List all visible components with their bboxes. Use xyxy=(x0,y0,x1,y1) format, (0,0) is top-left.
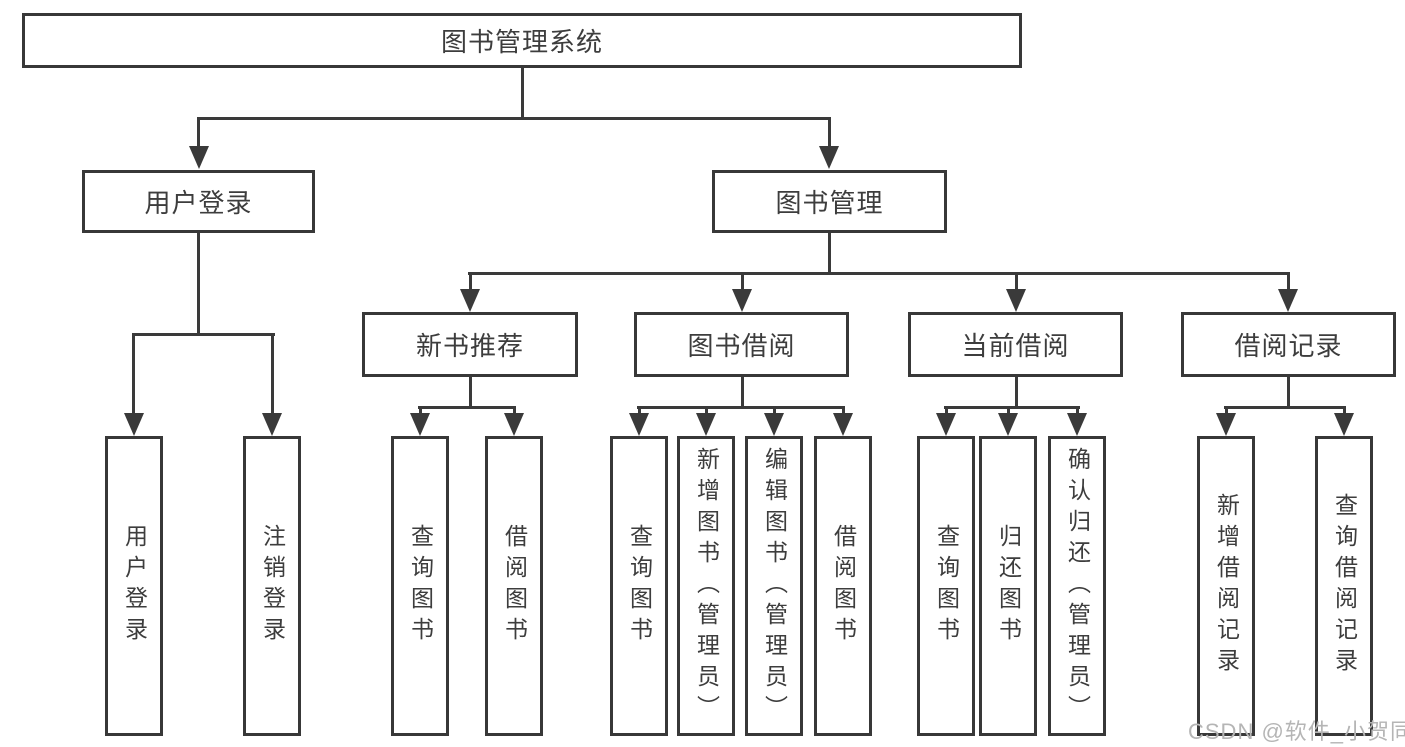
connector-line xyxy=(944,406,1080,409)
connector-line xyxy=(132,333,275,336)
leaf-query-books-current: 查询图书 xyxy=(917,436,975,736)
connector-line xyxy=(773,406,776,416)
arrowhead-down-icon xyxy=(764,413,784,436)
leaf-label: 查询图书 xyxy=(407,524,434,648)
connector-line xyxy=(1007,406,1010,416)
arrowhead-down-icon xyxy=(936,413,956,436)
arrowhead-down-icon xyxy=(410,413,430,436)
leaf-edit-book-admin: 编辑图书（管理员） xyxy=(745,436,803,736)
arrowhead-down-icon xyxy=(124,413,144,436)
connector-line xyxy=(1015,377,1018,409)
node-borrow-records: 借阅记录 xyxy=(1181,312,1396,377)
connector-line xyxy=(197,233,200,336)
node-label: 图书管理 xyxy=(775,188,884,218)
leaf-label: 查询借阅记录 xyxy=(1331,493,1358,679)
arrowhead-down-icon xyxy=(460,289,480,312)
leaf-label: 归还图书 xyxy=(995,524,1022,648)
connector-line xyxy=(741,272,744,292)
leaf-logout: 注销登录 xyxy=(243,436,301,736)
connector-line xyxy=(1343,406,1346,416)
connector-line xyxy=(469,272,472,292)
node-label: 用户登录 xyxy=(144,188,253,218)
connector-line xyxy=(521,68,524,119)
connector-line xyxy=(469,377,472,409)
node-book-borrow: 图书借阅 xyxy=(634,312,849,377)
leaf-return-books: 归还图书 xyxy=(979,436,1037,736)
arrowhead-down-icon xyxy=(732,289,752,312)
leaf-query-books-borrow: 查询图书 xyxy=(610,436,668,736)
node-label: 图书管理系统 xyxy=(440,27,603,57)
leaf-label: 查询图书 xyxy=(933,524,960,648)
connector-line xyxy=(197,117,200,149)
leaf-label: 注销登录 xyxy=(259,524,286,648)
connector-line xyxy=(638,406,641,416)
connector-line xyxy=(637,406,845,409)
connector-line xyxy=(271,333,274,415)
arrowhead-down-icon xyxy=(819,146,839,169)
node-user-login: 用户登录 xyxy=(82,170,315,233)
node-label: 借阅记录 xyxy=(1234,331,1343,361)
node-book-management: 图书管理 xyxy=(712,170,947,233)
arrowhead-down-icon xyxy=(189,146,209,169)
leaf-borrow-books-recommend: 借阅图书 xyxy=(485,436,543,736)
arrowhead-down-icon xyxy=(696,413,716,436)
leaf-label: 新增图书（管理员） xyxy=(693,446,720,726)
connector-line xyxy=(513,406,516,416)
arrowhead-down-icon xyxy=(998,413,1018,436)
node-label: 新书推荐 xyxy=(415,331,524,361)
leaf-label: 查询图书 xyxy=(626,524,653,648)
connector-line xyxy=(705,406,708,416)
arrowhead-down-icon xyxy=(504,413,524,436)
connector-line xyxy=(1224,406,1346,409)
connector-line xyxy=(842,406,845,416)
node-new-book-recommend: 新书推荐 xyxy=(362,312,578,377)
connector-line xyxy=(1076,406,1079,416)
leaf-query-books-recommend: 查询图书 xyxy=(391,436,449,736)
arrowhead-down-icon xyxy=(629,413,649,436)
watermark: CSDN @软件_小贺同学 xyxy=(1188,719,1405,744)
leaf-user-login: 用户登录 xyxy=(105,436,163,736)
connector-line xyxy=(1287,377,1290,409)
leaf-label: 用户登录 xyxy=(121,524,148,648)
arrowhead-down-icon xyxy=(833,413,853,436)
connector-line xyxy=(1015,272,1018,292)
leaf-label: 确认归还（管理员） xyxy=(1064,446,1091,726)
leaf-add-book-admin: 新增图书（管理员） xyxy=(677,436,735,736)
leaf-confirm-return-admin: 确认归还（管理员） xyxy=(1048,436,1106,736)
connector-line xyxy=(741,377,744,409)
arrowhead-down-icon xyxy=(262,413,282,436)
node-root: 图书管理系统 xyxy=(22,13,1022,68)
leaf-label: 新增借阅记录 xyxy=(1213,493,1240,679)
leaf-add-borrow-record: 新增借阅记录 xyxy=(1197,436,1255,736)
connector-line xyxy=(418,406,516,409)
leaf-label: 借阅图书 xyxy=(501,524,528,648)
connector-line xyxy=(828,117,831,149)
leaf-label: 编辑图书（管理员） xyxy=(761,446,788,726)
node-label: 当前借阅 xyxy=(961,331,1070,361)
arrowhead-down-icon xyxy=(1006,289,1026,312)
node-current-borrow: 当前借阅 xyxy=(908,312,1123,377)
arrowhead-down-icon xyxy=(1334,413,1354,436)
connector-line xyxy=(132,333,135,415)
leaf-borrow-books: 借阅图书 xyxy=(814,436,872,736)
arrowhead-down-icon xyxy=(1216,413,1236,436)
connector-line xyxy=(945,406,948,416)
connector-line xyxy=(828,233,831,275)
node-label: 图书借阅 xyxy=(687,331,796,361)
connector-line xyxy=(419,406,422,416)
connector-line xyxy=(1287,272,1290,292)
connector-line xyxy=(468,272,1290,275)
leaf-query-borrow-record: 查询借阅记录 xyxy=(1315,436,1373,736)
leaf-label: 借阅图书 xyxy=(830,524,857,648)
arrowhead-down-icon xyxy=(1067,413,1087,436)
arrowhead-down-icon xyxy=(1278,289,1298,312)
connector-line xyxy=(198,117,831,120)
connector-line xyxy=(1225,406,1228,416)
